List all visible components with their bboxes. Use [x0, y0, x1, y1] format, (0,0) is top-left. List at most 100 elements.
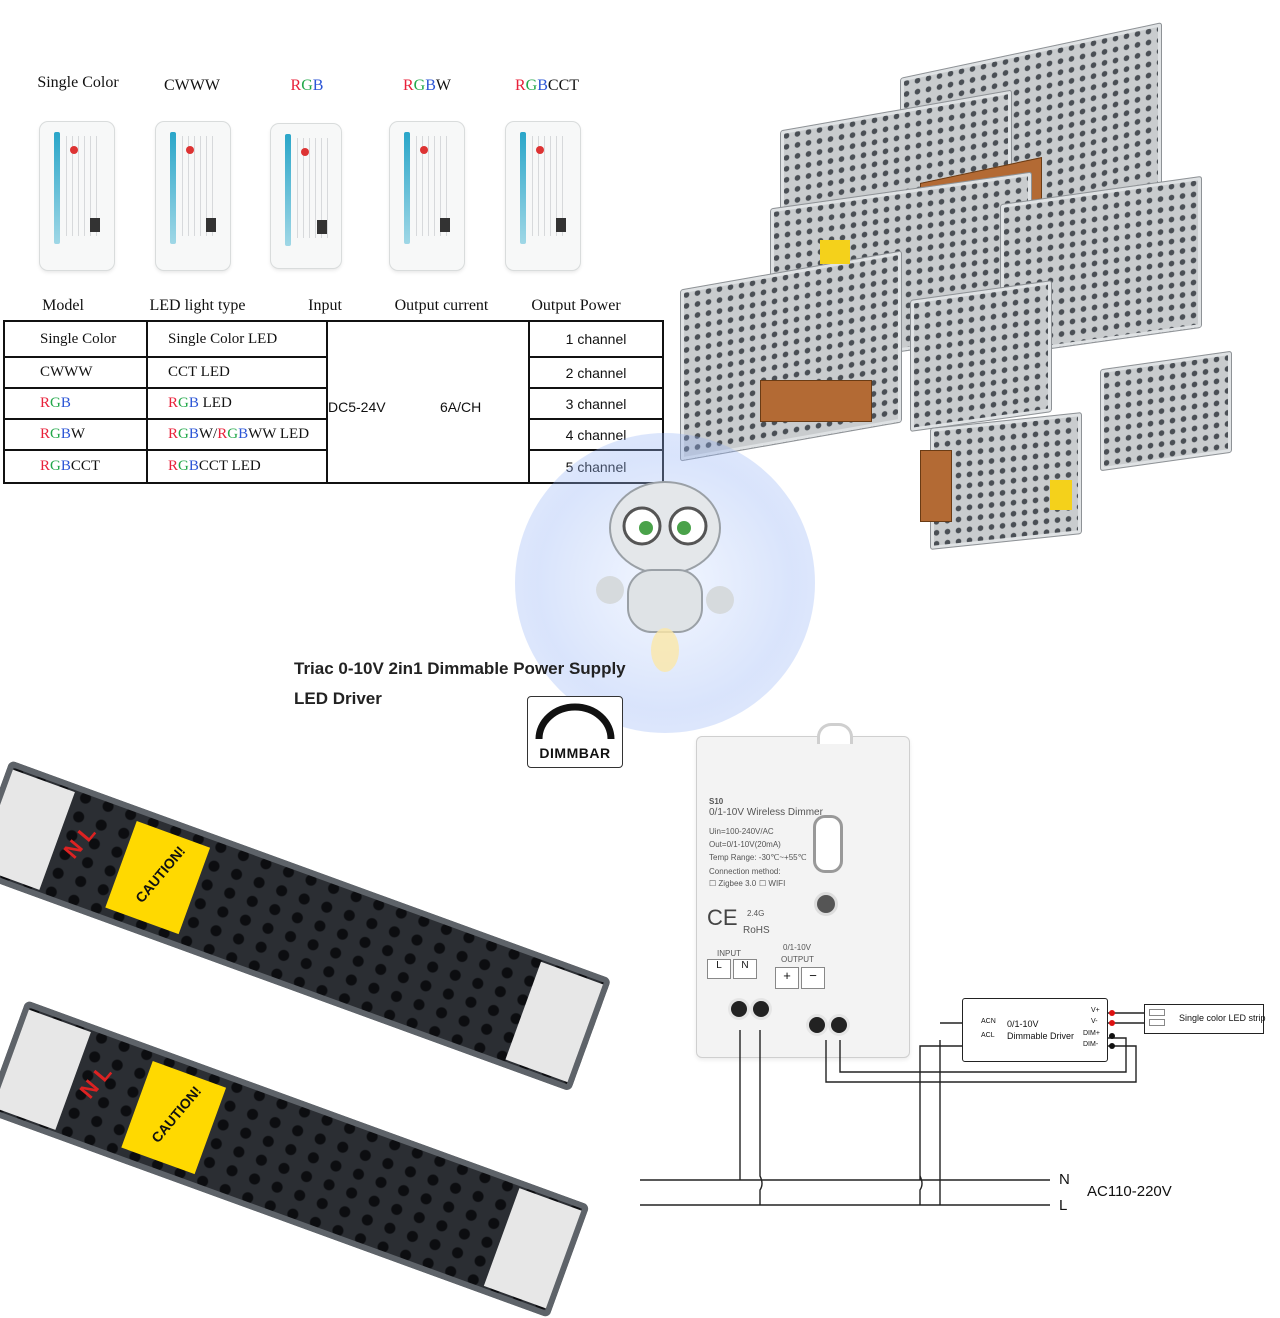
pin-dimminus: DIM-	[1083, 1041, 1099, 1048]
strip-label: Single color LED strip	[1179, 1013, 1266, 1023]
output-label: OUTPUT	[781, 955, 814, 964]
output-label-top: 0/1-10V	[783, 943, 812, 952]
hanging-hook	[817, 723, 853, 744]
table-row: RGBW RGBW/RGBWW LED 4 channel	[3, 418, 664, 451]
input-terminal-n: N	[733, 959, 757, 979]
controller-label-single-color: Single Color	[23, 74, 133, 92]
pin-dimplus: DIM+	[1083, 1030, 1100, 1037]
pin-acn: ACN	[981, 1018, 996, 1025]
current-value: 6A/CH	[440, 399, 482, 415]
label-part: CCT LED	[168, 364, 230, 380]
table-row: CWWW CCT LED 2 channel	[3, 356, 664, 389]
dimmbar-badge: DIMMBAR	[527, 696, 623, 768]
label-part: CWWW	[40, 364, 93, 380]
ce-mark: CE	[707, 905, 738, 930]
line-n-label: N	[1059, 1171, 1070, 1188]
label-part: R	[40, 426, 51, 442]
header-model: Model	[42, 297, 84, 314]
controller-rgbcct-image	[506, 122, 580, 270]
dimm-arc-icon	[535, 703, 615, 740]
input-terminal-l: L	[707, 959, 731, 979]
label-part: R	[402, 77, 414, 94]
led-strip-box: Single color LED strip	[1144, 1004, 1266, 1034]
label-part: G	[50, 395, 61, 411]
controller-single-color-image	[40, 122, 114, 270]
label-part: CCT	[70, 458, 101, 474]
label-part: R	[168, 395, 179, 411]
mains-voltage-label: AC110-220V	[1087, 1183, 1172, 1200]
label-part: B	[60, 395, 71, 411]
wireless-dimmer-device: S10 0/1-10V Wireless Dimmer Uin=100-240V…	[696, 723, 910, 1058]
cell-output-power: 4 channel	[528, 418, 664, 451]
cell-model: RGBCCT	[3, 449, 148, 484]
dimmer-option-wifi: ☐ WIFI	[759, 879, 786, 888]
output-terminal-minus: −	[801, 967, 825, 989]
label-part: R	[40, 395, 51, 411]
controller-label-rgbw: RGBW	[372, 77, 482, 95]
controller-label-cwww: CWWW	[137, 77, 247, 95]
label-part: R	[40, 458, 51, 474]
screw-l	[731, 1001, 747, 1017]
mount-slot	[813, 815, 843, 873]
label-part: G	[178, 395, 189, 411]
rohs-label: RoHS	[743, 925, 770, 936]
label-part: G	[227, 426, 239, 442]
label-part: CCT	[547, 77, 580, 94]
label-part: W	[70, 426, 86, 442]
label-part: G	[413, 77, 426, 94]
screw-n	[753, 1001, 769, 1017]
cell-model: CWWW	[3, 356, 148, 389]
cell-output-power: 3 channel	[528, 387, 664, 420]
product-title-line2: LED Driver	[294, 689, 382, 708]
cell-model: RGBW	[3, 418, 148, 451]
label-part: W/	[198, 426, 218, 442]
label-part: B	[188, 458, 199, 474]
label-part: R	[168, 426, 179, 442]
dimmer-model: S10	[709, 797, 724, 806]
label-part: B	[425, 77, 436, 94]
spec-table: Single Color Single Color LED DC5-24V 6A…	[3, 320, 664, 484]
driver-title-2: Dimmable Driver	[1007, 1031, 1075, 1041]
table-row: Single Color Single Color LED DC5-24V 6A…	[3, 320, 664, 484]
table-row: RGBCCT RGBCCT LED 5 channel	[3, 449, 664, 484]
input-value: DC5-24V	[328, 399, 386, 415]
screw-plus	[809, 1017, 825, 1033]
label-part: LED	[198, 395, 232, 411]
label-part: G	[178, 458, 189, 474]
cell-output-power: 2 channel	[528, 356, 664, 389]
label-part: Single Color	[37, 74, 119, 91]
controller-rgbw-image	[390, 122, 464, 270]
freq-label: 2.4G	[747, 909, 765, 918]
label-part: B	[312, 77, 324, 94]
cell-model: Single Color	[3, 320, 148, 358]
label-part: R	[168, 458, 179, 474]
cell-input-current: DC5-24V 6A/CH	[326, 320, 529, 484]
cell-led-type: RGBW/RGBWW LED	[146, 418, 328, 451]
screw-minus	[831, 1017, 847, 1033]
label-part: B	[60, 426, 71, 442]
label-part: B	[188, 426, 199, 442]
label-part: Single Color LED	[168, 330, 278, 347]
line-l-label: L	[1059, 1197, 1068, 1214]
label-part: R	[217, 426, 228, 442]
robot-mascot-icon	[580, 470, 750, 680]
label-part: Single Color	[40, 330, 117, 347]
header-output-power: Output Power	[531, 297, 621, 314]
header-output-current: Output current	[394, 297, 489, 314]
label-part: B	[537, 77, 548, 94]
output-terminal-plus: +	[775, 967, 799, 989]
pin-vminus: V-	[1091, 1018, 1098, 1025]
cell-led-type: RGB LED	[146, 387, 328, 420]
cell-led-type: Single Color LED	[146, 320, 328, 358]
label-part: G	[525, 77, 538, 94]
dimmer-spec-2: Out=0/1-10V(20mA)	[709, 840, 781, 849]
power-supply-pile-image	[670, 22, 1232, 560]
dimmer-spec-1: Uin=100-240V/AC	[709, 827, 774, 836]
label-part: CCT LED	[198, 458, 261, 474]
cell-model: RGB	[3, 387, 148, 420]
label-part: R	[290, 77, 302, 94]
input-label: INPUT	[717, 949, 741, 958]
header-led-type: LED light type	[149, 297, 246, 314]
cell-led-type: RGBCCT LED	[146, 449, 328, 484]
pair-button[interactable]	[817, 895, 835, 913]
